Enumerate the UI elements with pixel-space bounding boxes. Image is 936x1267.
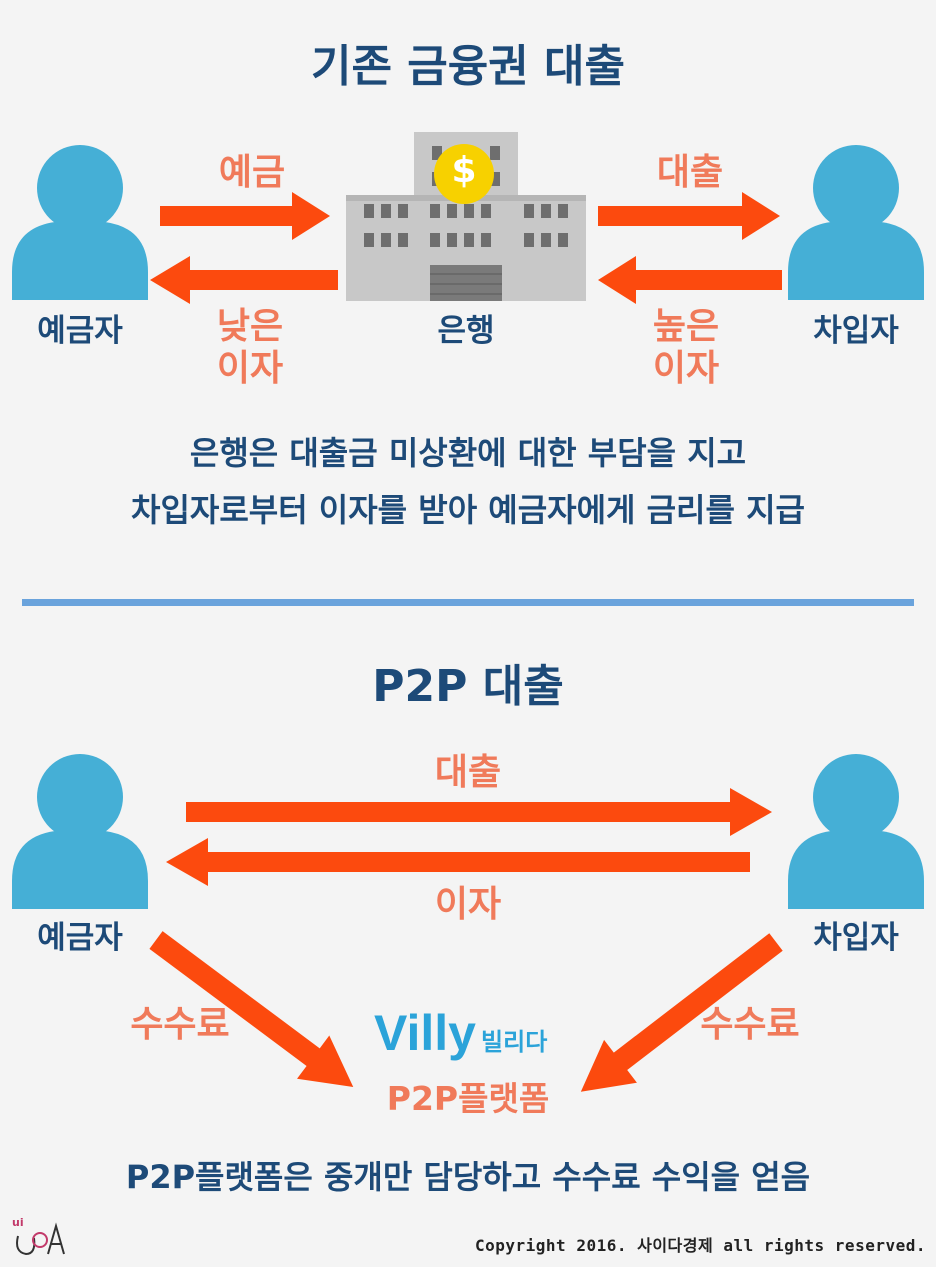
top-title: 기존 금융권 대출 bbox=[311, 41, 625, 92]
top-description-line1: 은행은 대출금 미상환에 대한 부담을 지고 bbox=[189, 434, 747, 472]
top-borrower-person-icon bbox=[788, 145, 924, 300]
bottom-depositor-person-icon bbox=[12, 754, 148, 909]
bottom-depositor-label: 예금자 bbox=[37, 920, 123, 956]
arrow-p2p-interest-icon bbox=[166, 838, 750, 886]
deposit-label: 예금 bbox=[218, 152, 286, 193]
section-divider bbox=[22, 599, 914, 606]
arrow-fee-left-icon bbox=[149, 931, 354, 1088]
fee-left-label: 수수료 bbox=[130, 1004, 230, 1045]
top-depositor-label: 예금자 bbox=[37, 313, 123, 349]
copyright: Copyright 2016. 사이다경제 all rights reserve… bbox=[474, 1236, 926, 1255]
villy-sub-label: 빌리다 bbox=[481, 1028, 548, 1056]
p2p-interest-label: 이자 bbox=[434, 884, 502, 925]
bottom-title: P2P 대출 bbox=[372, 661, 564, 712]
arrow-high-interest-icon bbox=[598, 256, 782, 304]
signature-logo bbox=[16, 1222, 65, 1256]
bottom-description: P2P플랫폼은 중개만 담당하고 수수료 수익을 얻음 bbox=[125, 1158, 811, 1196]
dollar-icon: $ bbox=[451, 150, 477, 191]
p2p-loan-label: 대출 bbox=[434, 752, 502, 793]
villy-logo: Villy 빌리다 bbox=[374, 1004, 574, 1062]
high-interest-label: 높은 이자 bbox=[652, 306, 720, 389]
bank-building-icon bbox=[346, 132, 586, 301]
bank-label: 은행 bbox=[437, 313, 495, 349]
top-depositor-person-icon bbox=[12, 145, 148, 300]
arrow-loan-icon bbox=[598, 192, 780, 240]
loan-label: 대출 bbox=[656, 152, 724, 193]
platform-label: P2P플랫폼 bbox=[386, 1079, 550, 1118]
top-arrows bbox=[150, 192, 782, 304]
top-description-line2: 차입자로부터 이자를 받아 예금자에게 금리를 지급 bbox=[131, 491, 805, 529]
low-interest-label: 낮은 이자 bbox=[216, 306, 284, 389]
top-borrower-label: 차입자 bbox=[813, 313, 899, 349]
bottom-borrower-label: 차입자 bbox=[813, 920, 899, 956]
signature-text: ui bbox=[12, 1216, 24, 1229]
fee-right-label: 수수료 bbox=[700, 1004, 800, 1045]
bottom-arrows bbox=[149, 788, 783, 1092]
bottom-borrower-person-icon bbox=[788, 754, 924, 909]
villy-brand: Villy bbox=[374, 1005, 476, 1061]
arrow-p2p-loan-icon bbox=[186, 788, 772, 836]
arrow-fee-right-icon bbox=[580, 933, 783, 1092]
arrow-deposit-icon bbox=[160, 192, 330, 240]
arrow-low-interest-icon bbox=[150, 256, 338, 304]
